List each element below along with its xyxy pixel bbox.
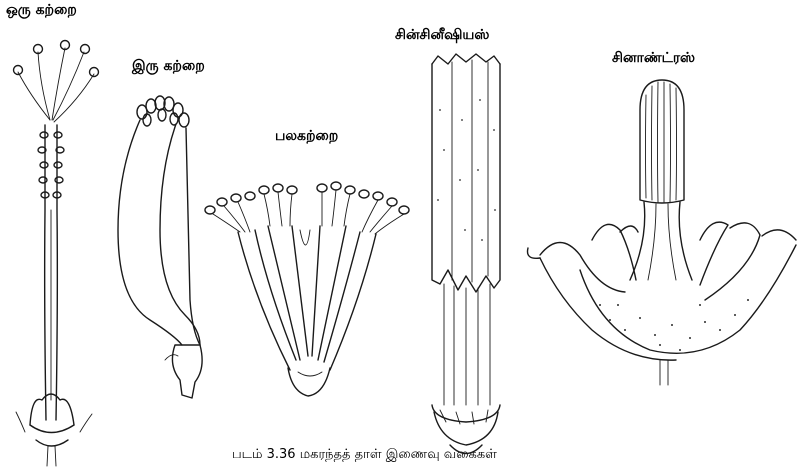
synandrous-drawing bbox=[528, 80, 797, 385]
monadelphous-drawing bbox=[14, 41, 99, 467]
diadelphous-drawing bbox=[118, 96, 202, 398]
polyadelphous-drawing bbox=[205, 182, 409, 396]
syngenesious-drawing bbox=[432, 54, 500, 454]
